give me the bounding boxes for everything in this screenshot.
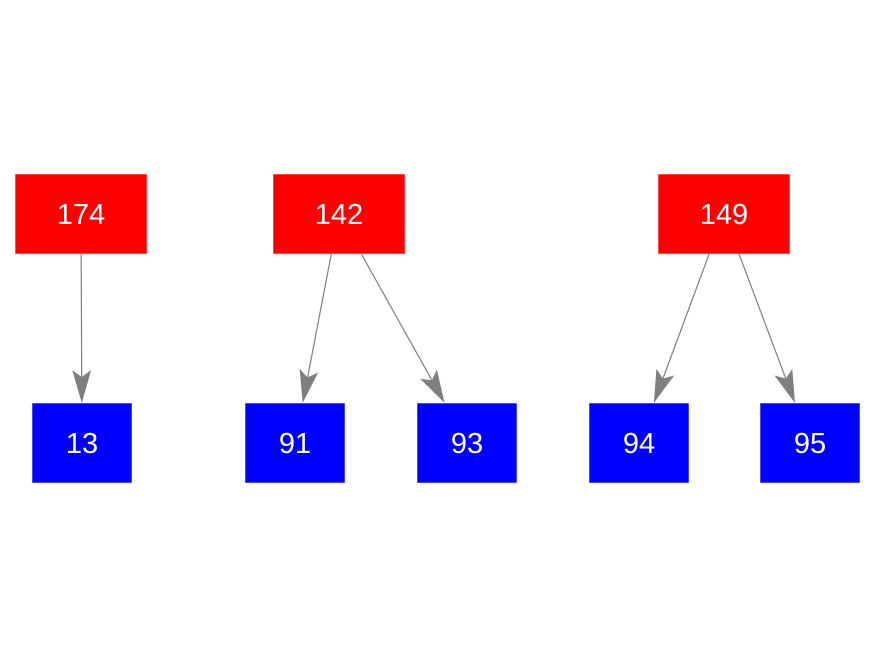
edge-149-95 bbox=[738, 253, 795, 403]
node-174: 174 bbox=[14, 173, 148, 255]
node-95: 95 bbox=[759, 402, 861, 484]
edge-174-13 bbox=[72, 253, 92, 403]
node-label-149: 149 bbox=[700, 199, 748, 231]
node-box-91 bbox=[244, 402, 346, 484]
node-149: 149 bbox=[657, 173, 791, 255]
node-94: 94 bbox=[588, 402, 690, 484]
edge-line bbox=[738, 253, 787, 379]
node-box-94 bbox=[588, 402, 690, 484]
node-93: 93 bbox=[416, 402, 518, 484]
edge-arrowhead bbox=[72, 369, 92, 403]
node-box-149 bbox=[657, 173, 791, 255]
node-box-142 bbox=[272, 173, 406, 255]
edge-149-94 bbox=[653, 253, 710, 403]
node-label-93: 93 bbox=[451, 428, 483, 460]
node-label-94: 94 bbox=[623, 428, 655, 460]
node-label-142: 142 bbox=[315, 199, 363, 231]
node-box-93 bbox=[416, 402, 518, 484]
node-142: 142 bbox=[272, 173, 406, 255]
node-label-174: 174 bbox=[57, 199, 105, 231]
edge-line bbox=[360, 253, 433, 381]
node-label-91: 91 bbox=[279, 428, 311, 460]
edge-arrowhead bbox=[420, 369, 445, 403]
node-box-95 bbox=[759, 402, 861, 484]
edge-142-91 bbox=[299, 253, 332, 403]
node-label-13: 13 bbox=[66, 428, 98, 460]
node-label-95: 95 bbox=[794, 428, 826, 460]
node-box-13 bbox=[31, 402, 133, 484]
edge-line bbox=[662, 253, 710, 379]
node-box-174 bbox=[14, 173, 148, 255]
edge-line bbox=[80, 253, 83, 378]
edge-arrowhead bbox=[653, 368, 675, 403]
node-13: 13 bbox=[31, 402, 133, 484]
edge-142-93 bbox=[360, 253, 445, 403]
edge-line bbox=[307, 253, 332, 378]
node-91: 91 bbox=[244, 402, 346, 484]
edge-arrowhead bbox=[774, 368, 795, 403]
edge-arrowhead bbox=[299, 368, 319, 403]
